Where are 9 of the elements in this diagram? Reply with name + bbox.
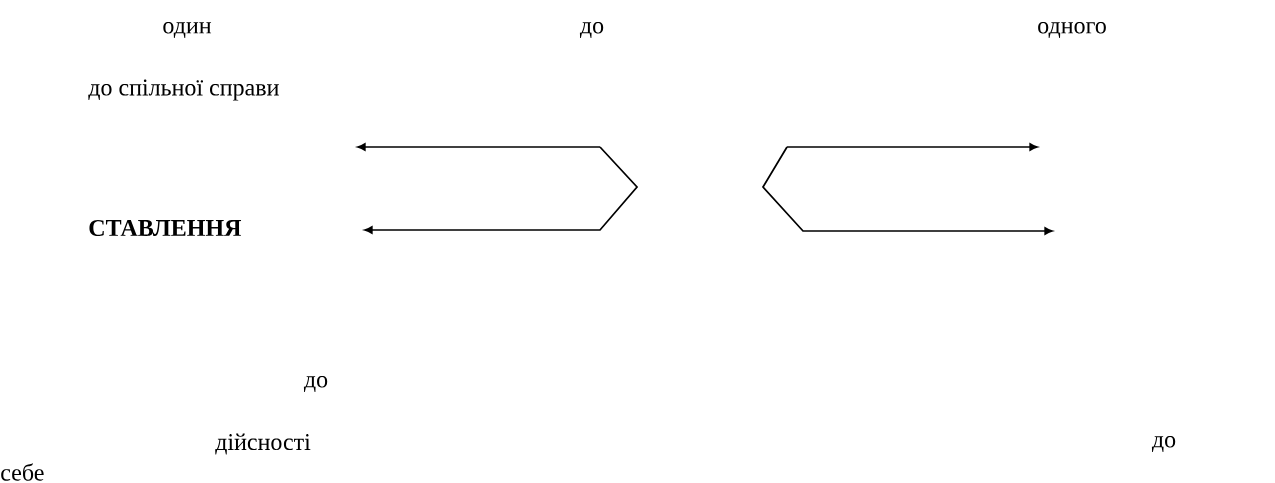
text-label: до xyxy=(1151,436,1176,452)
text-label: себе xyxy=(1,463,44,481)
text-label: до xyxy=(579,22,604,38)
text-label: СТАВЛЕННЯ xyxy=(89,219,242,237)
text-label: дійсності xyxy=(215,433,311,455)
text-label: до xyxy=(303,376,328,392)
text-label: до спільної справи xyxy=(88,79,279,101)
text-label: один xyxy=(163,22,212,38)
text-label: одного xyxy=(1038,22,1106,38)
